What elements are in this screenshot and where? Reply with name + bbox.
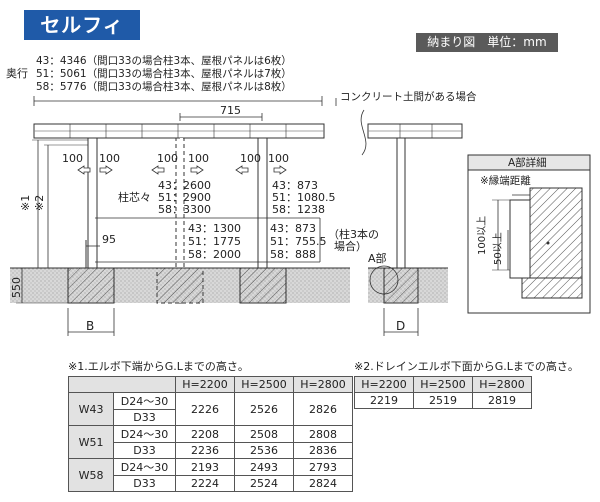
value-cell: 2508 <box>234 425 294 443</box>
model-cell: W43 <box>68 392 114 426</box>
dim-715: 715 <box>220 104 241 117</box>
three-pillar-note-1: （柱3本の <box>328 227 379 241</box>
dim-550: 550 <box>10 277 23 298</box>
value-cell: 2226 <box>175 392 235 426</box>
product-title: セルフィ <box>24 10 140 40</box>
value-cell: 2519 <box>413 392 473 409</box>
dim-100-left-a: 100 <box>62 152 83 165</box>
value-cell: 2826 <box>293 392 353 426</box>
arrow-left-icon <box>235 165 249 175</box>
arrow-left-icon <box>77 165 91 175</box>
model-cell: W58 <box>68 458 114 492</box>
depth-line-58: 58：5776（間口33の場合柱3本、屋根パネルは8枚） <box>36 80 292 93</box>
part-a-label: A部 <box>368 251 387 265</box>
three-pillar-note-2: 場合） <box>334 239 367 253</box>
mark-2: ※2 <box>33 195 46 211</box>
pillar-center-label: 柱芯々 <box>118 190 151 204</box>
model-cell: W51 <box>68 425 114 459</box>
table2-header: H=2800 <box>472 376 532 393</box>
size-cell: D24～30 <box>113 392 176 410</box>
value-cell: 2819 <box>472 392 532 409</box>
break-line <box>360 109 367 156</box>
dim-95: 95 <box>102 233 116 246</box>
right-upper-51: 51：1080.5 <box>272 191 336 204</box>
value-cell: 2193 <box>175 458 235 476</box>
value-cell: 2526 <box>234 392 294 426</box>
arrow-right-icon <box>190 165 204 175</box>
table1-header: H=2500 <box>234 376 294 393</box>
table2-note: ※2.ドレインエルボ下面からG.Lまでの高さ。 <box>354 360 579 373</box>
arrow-left-icon <box>151 165 165 175</box>
depth-label: 奥行 <box>6 66 28 80</box>
value-cell: 2836 <box>293 442 353 459</box>
dim-100-right-a: 100 <box>240 152 261 165</box>
center-lower-43: 43：1300 <box>188 222 241 235</box>
value-cell: 2824 <box>293 475 353 492</box>
pillar-center-58: 58：3300 <box>158 203 211 216</box>
size-cell: D33 <box>113 442 176 459</box>
concrete-note: コンクリート土間がある場合 <box>340 90 477 103</box>
center-lower-58: 58：2000 <box>188 248 241 261</box>
detail-a-title: A部詳細 <box>508 156 547 169</box>
table1-header: H=2800 <box>293 376 353 393</box>
size-cell: D24～30 <box>113 458 176 476</box>
size-cell: D33 <box>113 475 176 492</box>
right-upper-43: 43：873 <box>272 179 318 192</box>
value-cell: 2493 <box>234 458 294 476</box>
unit-label: 納まり図 単位：mm <box>416 33 558 52</box>
depth-line-51: 51：5061（間口33の場合柱3本、屋根パネルは7枚） <box>36 67 292 80</box>
dim-100-min: 100以上 <box>476 216 488 255</box>
value-cell: 2524 <box>234 475 294 492</box>
value-cell: 2224 <box>175 475 235 492</box>
right-upper-58: 58：1238 <box>272 203 325 216</box>
drain-elbow-height-table: H=2200 H=2500 H=2800 2219 2519 2819 <box>354 376 532 409</box>
foundation-left <box>67 267 115 304</box>
foundation-section <box>383 267 419 304</box>
right-lower-58: 58：888 <box>270 248 316 261</box>
detail-a-box <box>467 154 591 314</box>
depth-line-43: 43：4346（間口33の場合柱3本、屋根パネルは6枚） <box>36 54 292 67</box>
value-cell: 2808 <box>293 425 353 443</box>
size-cell: D33 <box>113 409 176 426</box>
label-b: B <box>86 319 94 333</box>
dim-100-center-b: 100 <box>188 152 209 165</box>
dim-50-min: 50以上 <box>492 232 504 265</box>
mark-1: ※1 <box>19 195 32 211</box>
value-cell: 2236 <box>175 442 235 459</box>
pillar-center-43: 43：2600 <box>158 179 211 192</box>
right-lower-43: 43：873 <box>270 222 316 235</box>
edge-distance-label: ※縁端距離 <box>480 174 531 187</box>
part-a-circle <box>369 265 399 295</box>
arrow-right-icon <box>99 165 113 175</box>
table2-header: H=2500 <box>413 376 473 393</box>
table1-header: H=2200 <box>175 376 235 393</box>
label-d: D <box>396 319 405 333</box>
pillar-center-51: 51：2900 <box>158 191 211 204</box>
right-lower-51: 51：755.5 <box>270 235 327 248</box>
foundation-right <box>239 267 287 304</box>
center-lower-51: 51：1775 <box>188 235 241 248</box>
value-cell: 2793 <box>293 458 353 476</box>
dim-100-center-a: 100 <box>157 152 178 165</box>
dim-100-left-b: 100 <box>99 152 120 165</box>
table1-note: ※1.エルボ下端からG.Lまでの高さ。 <box>68 360 249 373</box>
elbow-height-table: H=2200 H=2500 H=2800 W43 D24～30 2226 252… <box>68 376 353 492</box>
size-cell: D24～30 <box>113 425 176 443</box>
carport-roof <box>33 123 325 139</box>
table2-header: H=2200 <box>354 376 414 393</box>
value-cell: 2536 <box>234 442 294 459</box>
value-cell: 2219 <box>354 392 414 409</box>
value-cell: 2208 <box>175 425 235 443</box>
dim-100-right-b: 100 <box>268 152 289 165</box>
foundation-center <box>156 267 204 304</box>
arrow-right-icon <box>273 165 287 175</box>
